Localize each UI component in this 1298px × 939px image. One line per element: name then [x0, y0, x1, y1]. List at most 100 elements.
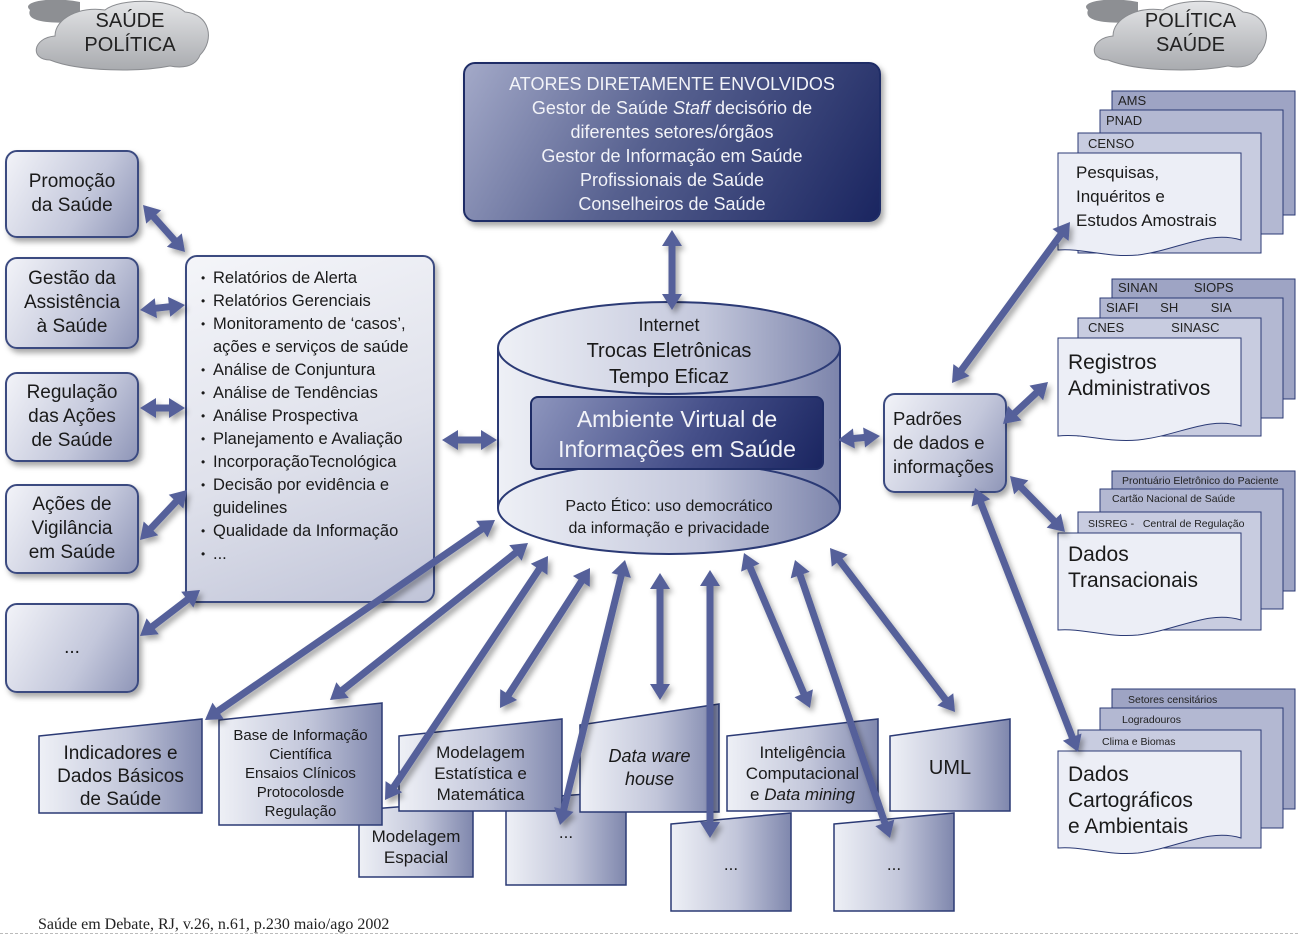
arrowhead-icon	[169, 398, 185, 418]
doc-stack-cartograficos: Setores censitários Logradouros Clima e …	[1057, 688, 1298, 868]
connector-arrow	[140, 490, 187, 540]
actors-line: diferentes setores/órgãos	[570, 122, 774, 142]
arrow-shaft	[1009, 387, 1042, 419]
box-line: Vigilância	[31, 518, 113, 539]
actors-line: Gestor de Informação em Saúde	[541, 146, 803, 166]
box-line: Modelagem	[436, 743, 525, 762]
box-line: Data ware	[608, 746, 691, 766]
box-line: Protocolosde	[256, 784, 345, 801]
doc-tab-label: Setores censitários	[1128, 694, 1218, 706]
actors-text: Gestor de Saúde	[531, 98, 673, 118]
cloud-shape-icon	[1086, 0, 1267, 71]
doc-title-line: Dados	[1068, 543, 1129, 566]
connector-arrow	[500, 568, 590, 708]
cloud-shape-icon	[28, 0, 209, 71]
actors-box: ATORES DIRETAMENTE ENVOLVIDOS Gestor de …	[463, 62, 881, 222]
arrow-shaft	[148, 211, 180, 246]
doc-stack-pesquisas: AMS PNAD CENSO Pesquisas, Inquéritos e E…	[1057, 90, 1298, 270]
doc-stack-registros: SINAN SIOPS SIAFI SH SIA CNES SINASC Reg…	[1057, 278, 1298, 458]
arrowhead-icon	[140, 521, 159, 540]
arrowhead-icon	[143, 205, 162, 224]
cylinder-top-text: Internet Trocas Eletrônicas Tempo Eficaz	[497, 312, 841, 390]
box-line: Espacial	[383, 848, 449, 867]
doc-title-line: Pesquisas,	[1076, 163, 1160, 182]
doc-title-line: Cartográficos	[1068, 789, 1193, 812]
source-caption: Saúde em Debate, RJ, v.26, n.61, p.230 m…	[38, 916, 390, 933]
box-data-warehouse: Data ware house	[579, 703, 720, 813]
arrow-shaft	[745, 562, 809, 699]
box-line: Estatística e	[434, 764, 527, 783]
arrowhead-icon	[476, 520, 495, 538]
arrow-shaft	[145, 496, 182, 534]
uses-list-item: Análise Prospectiva	[201, 405, 427, 428]
manual-input-shape-icon	[38, 718, 203, 814]
arrowhead-icon	[481, 430, 497, 450]
arrow-shaft	[1015, 482, 1060, 526]
cloud-line: POLÍTICA	[84, 34, 176, 56]
doc-tab-label: CNES SINASC	[1088, 320, 1220, 335]
uses-list-box: Relatórios de Alerta Relatórios Gerencia…	[185, 255, 435, 603]
arrowhead-icon	[794, 689, 813, 708]
arrowhead-icon	[442, 430, 458, 450]
actors-line: Profissionais de Saúde	[579, 170, 765, 190]
box-line: das Ações	[28, 406, 116, 427]
box-line: house	[624, 769, 675, 789]
core-line: Informações em Saúde	[558, 436, 796, 462]
arrowhead-icon	[650, 684, 670, 700]
connector-arrow	[662, 230, 682, 310]
box-base-informacao: Base de Informação Científica Ensaios Cl…	[218, 702, 383, 826]
arrowhead-icon	[611, 560, 631, 578]
arrowhead-icon	[500, 689, 518, 708]
connector-arrow	[650, 573, 670, 700]
box-line: e Data mining	[750, 785, 855, 804]
box-line: UML	[928, 757, 972, 779]
arrowhead-icon	[167, 296, 185, 317]
doc-tab-label: Cartão Nacional de Saúde	[1112, 493, 1236, 505]
doc-tab-label: PNAD	[1106, 113, 1143, 128]
arrowhead-icon	[140, 618, 159, 636]
box-line: de Saúde	[31, 430, 113, 451]
connector-arrow	[442, 430, 497, 450]
box-line: Base de Informação	[233, 727, 368, 744]
arrowhead-icon	[1029, 382, 1048, 401]
cylinder-line: Trocas Eletrônicas	[586, 340, 752, 362]
arrowhead-icon	[863, 427, 880, 448]
connector-arrow	[741, 553, 813, 708]
cloud-line: SAÚDE	[1156, 34, 1225, 56]
uses-list-item: IncorporaçãoTecnológica	[201, 451, 427, 474]
arrowhead-icon	[937, 693, 955, 712]
doc-title-line: Dados	[1068, 763, 1129, 786]
box-line: Modelagem	[371, 827, 461, 846]
doc-title-line: Administrativos	[1068, 377, 1211, 400]
arrowhead-icon	[530, 556, 548, 575]
virtual-environment-core: Ambiente Virtual de Informações em Saúde	[530, 396, 824, 470]
doc-title-line: Transacionais	[1068, 569, 1198, 592]
connector-arrow	[838, 427, 880, 449]
actors-text-italic: Staff	[673, 98, 711, 118]
connector-arrow	[143, 205, 185, 252]
box-line: ...	[558, 823, 574, 842]
arrowhead-icon	[1010, 476, 1029, 495]
box-line: Assistência	[23, 292, 121, 313]
box-line: da Saúde	[31, 195, 113, 216]
uses-list-item: Planejamento e Avaliação	[201, 428, 427, 451]
cloud-label: POLÍTICA SAÚDE	[1123, 9, 1258, 57]
cylinder-bottom-text: Pacto Ético: uso democrático da informaç…	[497, 496, 841, 540]
uses-list-item: Análise de Tendências	[201, 382, 427, 405]
box-modelagem-espacial: Modelagem Espacial	[358, 800, 474, 878]
core-line: Ambiente Virtual de	[576, 406, 778, 432]
actors-text: decisório de	[710, 98, 813, 118]
cloud-label: SAÚDE POLÍTICA	[60, 9, 200, 57]
connector-arrow	[1003, 382, 1048, 424]
uses-list-item: Análise de Conjuntura	[201, 359, 427, 382]
doc-title-line: e Ambientais	[1068, 815, 1189, 838]
footer-divider	[0, 933, 1298, 934]
arrowhead-icon	[572, 568, 590, 587]
doc-title-line: Inquéritos e	[1076, 187, 1165, 206]
uses-list-item: Qualidade da Informação	[201, 520, 427, 543]
box-line: Padrões	[893, 408, 962, 429]
box-modelagem-estatistica: Modelagem Estatística e Matemática	[398, 718, 563, 812]
box-line: em Saúde	[28, 542, 116, 563]
arrowhead-icon	[952, 364, 970, 383]
